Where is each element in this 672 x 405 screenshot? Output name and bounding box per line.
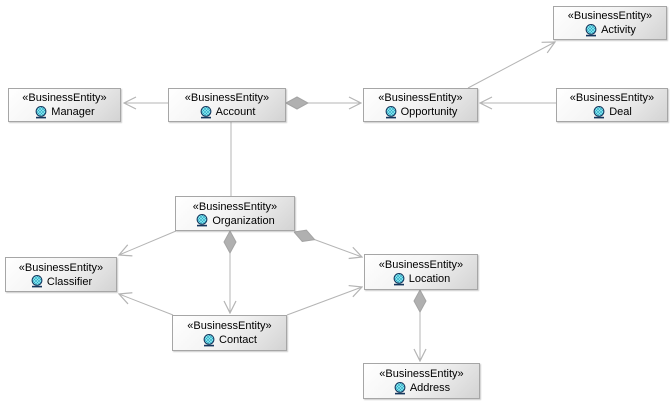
node-account[interactable]: «BusinessEntity» Account [168,88,286,122]
edge-contact-classifier[interactable] [119,294,174,316]
business-entity-icon [393,272,405,285]
node-name: Classifier [46,275,93,288]
business-entity-icon [394,381,406,394]
node-name: Opportunity [400,106,458,118]
stereotype-label: «BusinessEntity» [22,92,107,104]
node-contact[interactable]: «BusinessEntity» Contact [172,315,287,351]
node-deal[interactable]: «BusinessEntity» Deal [556,88,668,122]
stereotype-label: «BusinessEntity» [378,259,464,271]
node-activity[interactable]: «BusinessEntity» Activity [553,6,667,40]
business-entity-icon [200,105,212,118]
stereotype-label: «BusinessEntity» [567,10,653,22]
node-name: Contact [219,334,257,346]
edge-organization-location[interactable] [294,232,362,257]
node-location[interactable]: «BusinessEntity» Location [364,254,478,290]
node-organization[interactable]: «BusinessEntity» Organization [175,196,295,231]
stereotype-label: «BusinessEntity» [569,92,655,104]
stereotype-label: «BusinessEntity» [378,92,463,104]
stereotype-label: «BusinessEntity» [187,320,272,332]
stereotype-label: «BusinessEntity» [192,200,278,213]
node-name: Location [408,273,451,285]
node-name: Deal [609,106,632,118]
node-address[interactable]: «BusinessEntity» Address [363,363,480,399]
business-entity-icon [35,105,47,118]
node-manager[interactable]: «BusinessEntity» Manager [8,88,121,122]
node-name: Manager [51,106,95,118]
stereotype-label: «BusinessEntity» [18,261,104,274]
edge-organization-classifier[interactable] [119,230,177,255]
node-name: Organization [212,214,275,227]
business-entity-icon [196,214,208,227]
business-entity-icon [203,333,215,346]
node-opportunity[interactable]: «BusinessEntity» Opportunity [363,88,478,122]
business-entity-icon [31,275,43,288]
node-classifier[interactable]: «BusinessEntity» Classifier [5,257,117,292]
node-name: Account [215,106,256,118]
edge-contact-location[interactable] [286,287,362,316]
business-entity-icon [385,105,396,118]
node-name: Activity [601,24,636,36]
edge-opportunity-activity[interactable] [467,42,555,89]
business-entity-icon [593,105,605,118]
stereotype-label: «BusinessEntity» [379,368,464,380]
node-name: Address [409,382,451,394]
stereotype-label: «BusinessEntity» [184,92,270,104]
business-entity-icon [585,23,597,36]
